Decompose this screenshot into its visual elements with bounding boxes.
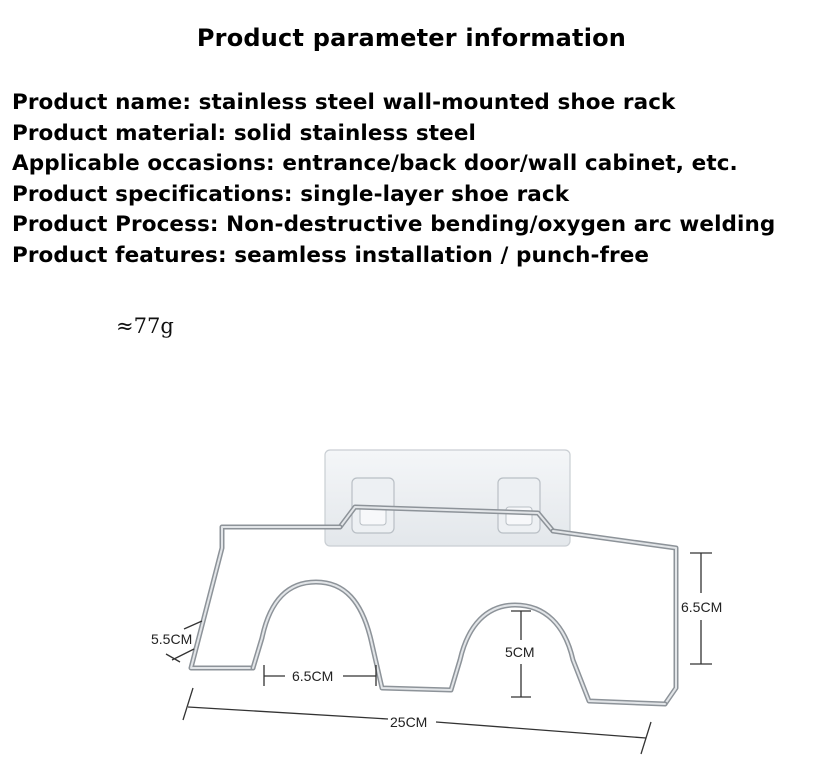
- weight-label: ≈77g: [116, 314, 174, 338]
- spec-product-name: Product name: stainless steel wall-mount…: [12, 90, 676, 115]
- spec-product-features: Product features: seamless installation …: [12, 242, 650, 268]
- spec-list: Product name: stainless steel wall-mount…: [12, 88, 775, 271]
- dim-length: 25CM: [390, 714, 427, 730]
- spec-product-specifications: Product specifications: single-layer sho…: [12, 181, 570, 207]
- dim-depth-left: 5.5CM: [151, 631, 192, 647]
- dim-arch-gap: 6.5CM: [292, 668, 333, 684]
- dimension-lines: [165, 552, 712, 755]
- adhesive-plate: [324, 449, 571, 547]
- spec-product-process: Product Process: Non-destructive bending…: [12, 212, 776, 237]
- page-title: Product parameter information: [196, 24, 627, 52]
- spec-applicable-occasions: Applicable occasions: entrance/back door…: [12, 151, 738, 176]
- dim-arch-height: 5CM: [505, 644, 535, 660]
- steel-wire-frame: [188, 504, 679, 707]
- spec-product-material: Product material: solid stainless steel: [12, 120, 477, 146]
- dim-height-right: 6.5CM: [681, 599, 722, 615]
